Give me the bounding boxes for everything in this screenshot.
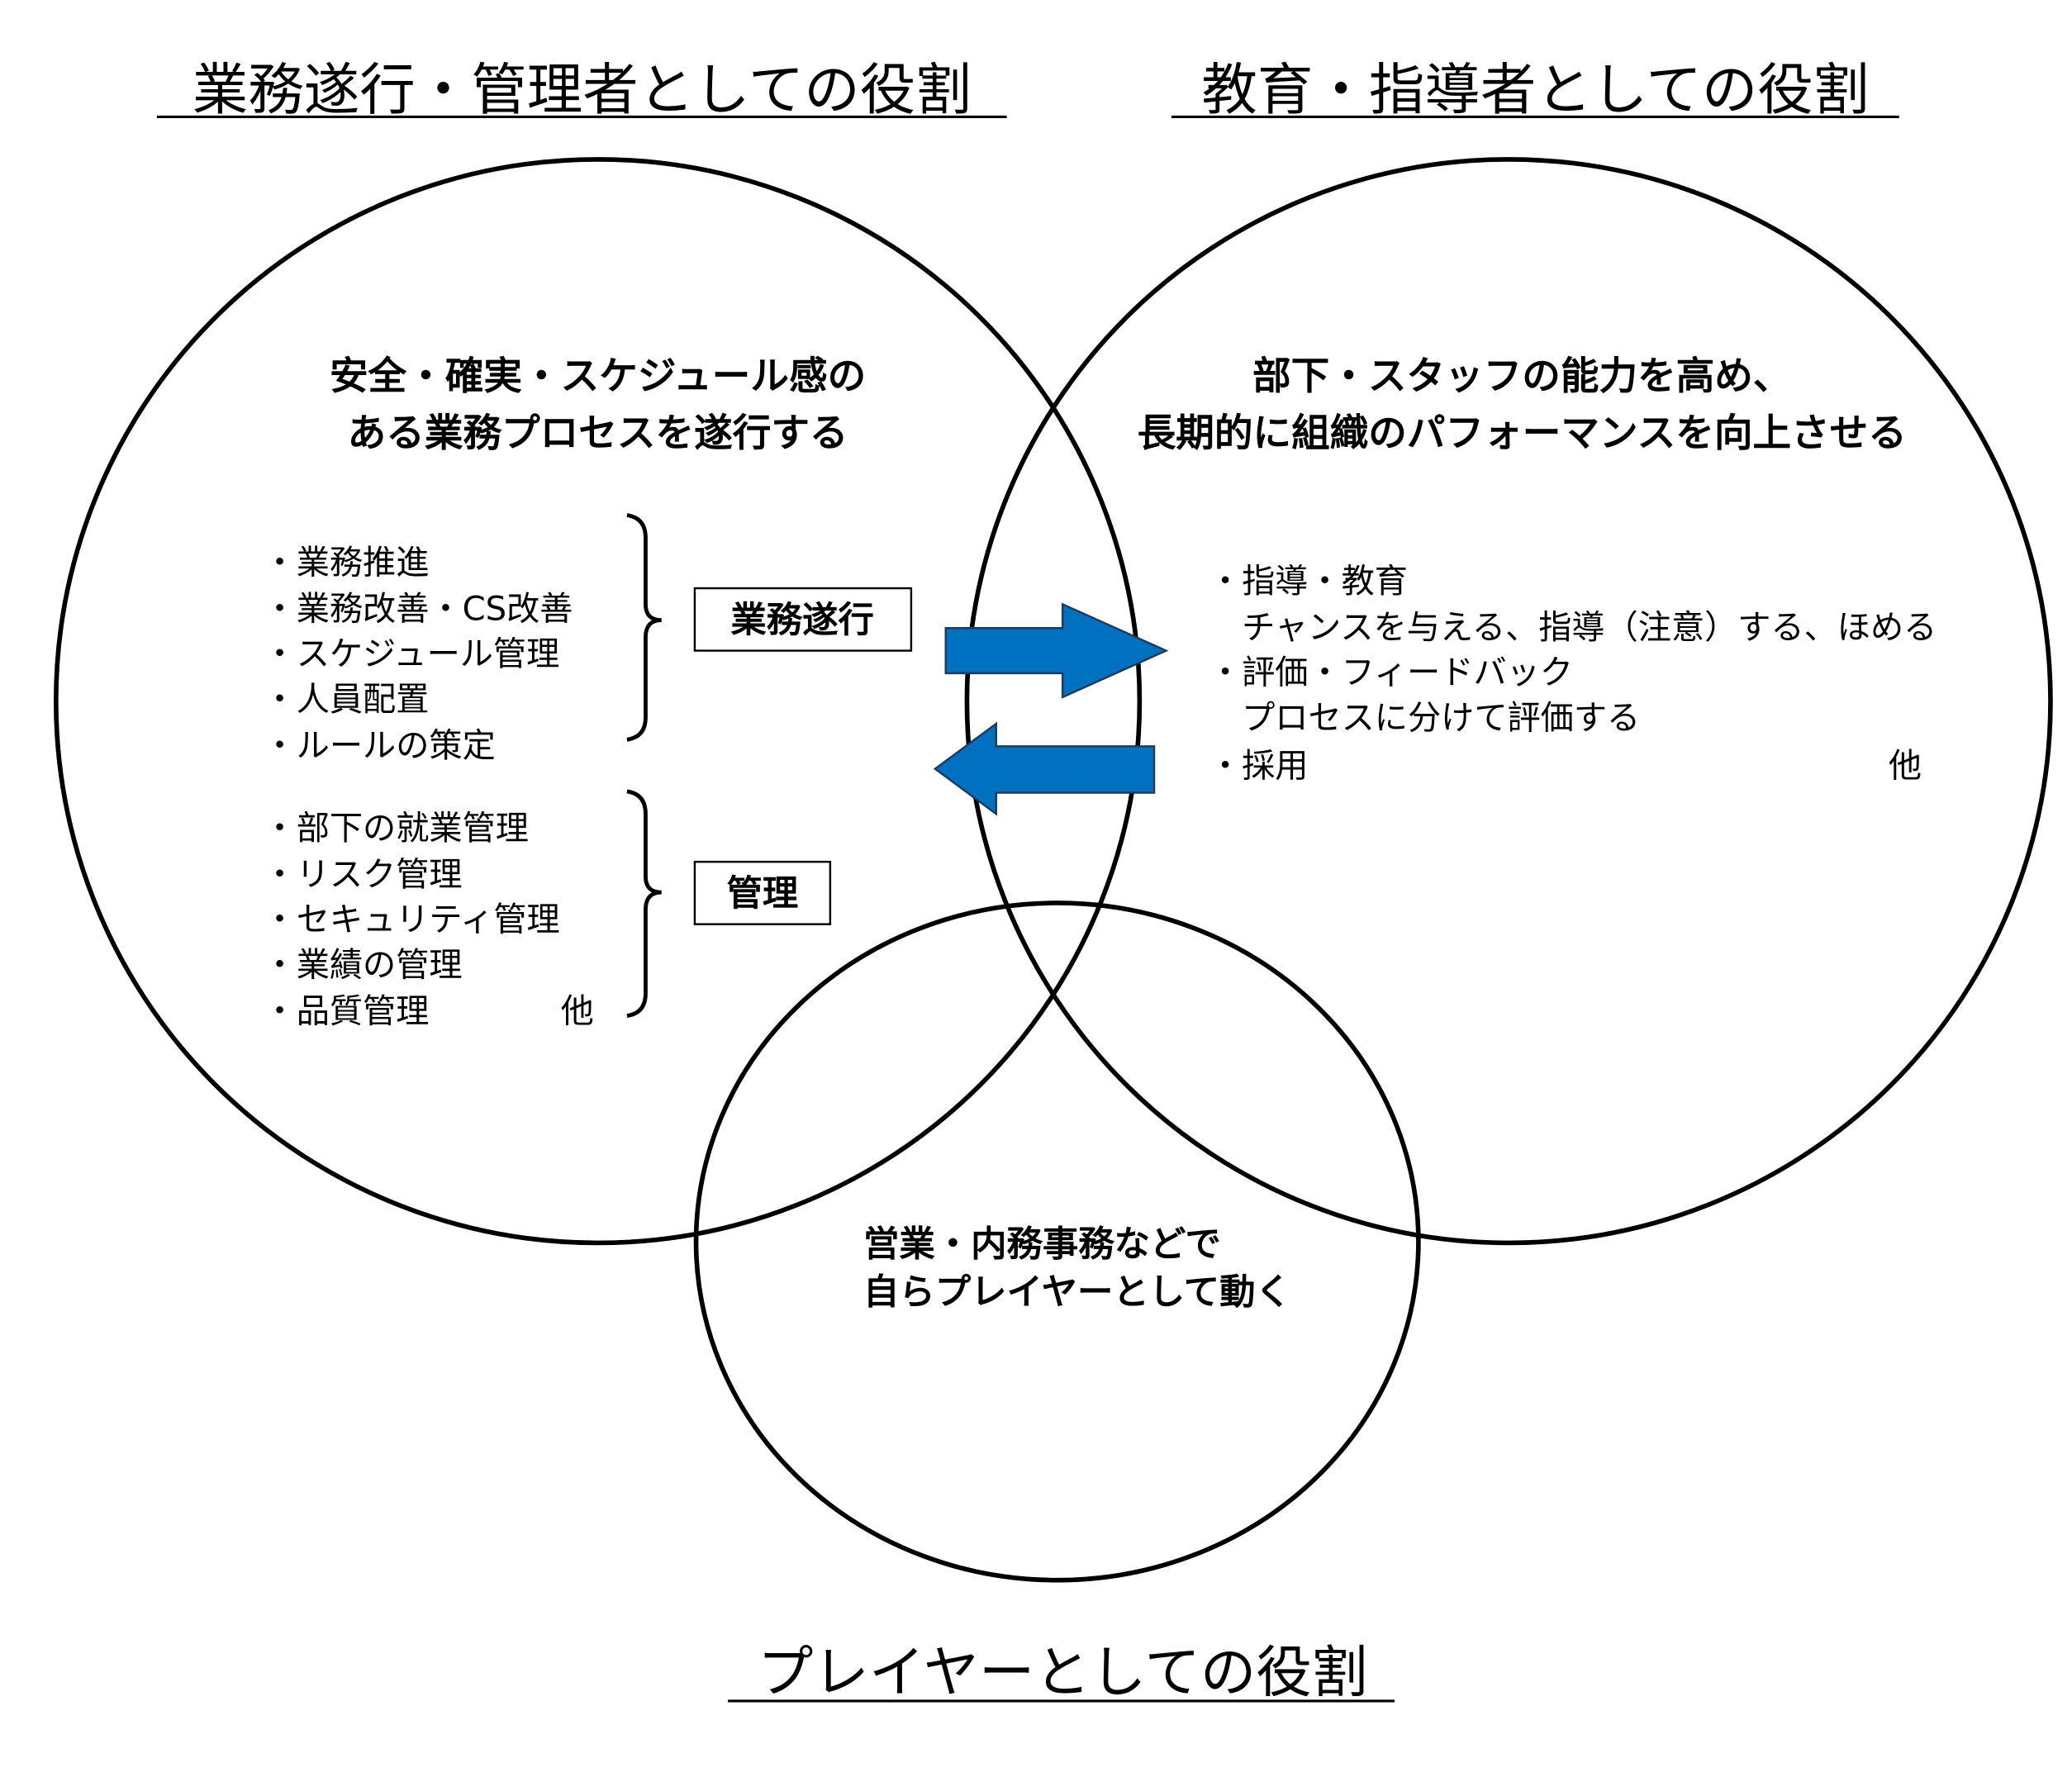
execution-item: ・業務推進 (264, 544, 430, 582)
management-circle (53, 157, 1143, 1246)
education-item: プロセスに分けて評価する (1209, 699, 1640, 737)
management-heading-line: 安全・確実・スケジュール感の (330, 354, 866, 398)
execution-label-box (693, 587, 913, 652)
execution-label: 業務遂行 (730, 600, 874, 641)
education-item: ・評価・フィードバック (1209, 654, 1573, 692)
title-education-role: 教育・指導者としての役割 (1201, 57, 1869, 122)
brace-execution (626, 513, 662, 742)
education-item: チャンスを与える、指導（注意）する、ほめる (1209, 609, 1937, 647)
education-etc: 他 (1889, 747, 1922, 785)
brace-control (626, 789, 662, 1018)
control-item: ・リスク管理 (264, 856, 463, 894)
execution-item: ・スケジュール管理 (264, 635, 560, 673)
control-item: ・業績の管理 (264, 946, 463, 984)
execution-item: ・人員配置 (264, 681, 430, 719)
control-item: ・部下の就業管理 (264, 810, 529, 848)
education-heading-line: 部下・スタッフの能力を高め、 (1252, 354, 1792, 398)
education-item: ・指導・教育 (1209, 563, 1408, 601)
player-text-line: 営業・内務事務などで (863, 1224, 1221, 1266)
management-etc: 他 (561, 993, 594, 1031)
arrow-right-icon (944, 602, 1169, 699)
education-item: ・採用 (1209, 747, 1309, 785)
control-item: ・品質管理 (264, 993, 430, 1031)
control-label-box (693, 860, 832, 925)
execution-item: ・ルールの策定 (264, 727, 496, 765)
education-heading-line: 長期的に組織のパフォーマンスを向上させる (1138, 411, 1907, 455)
control-label: 管理 (727, 873, 799, 915)
player-circle (693, 901, 1421, 1583)
education-circle (964, 157, 2053, 1246)
management-heading-line: ある業務プロセスを遂行する (348, 411, 848, 455)
control-item: ・セキュリティ管理 (264, 901, 560, 939)
title-management-role: 業務遂行・管理者としての役割 (192, 57, 972, 122)
execution-item: ・業務改善・CS改善 (264, 591, 573, 629)
player-text-line: 自らプレイヤーとして動く (863, 1271, 1291, 1313)
title-player-role: プレイヤーとしての役割 (758, 1640, 1367, 1705)
arrow-left-icon (933, 721, 1156, 816)
